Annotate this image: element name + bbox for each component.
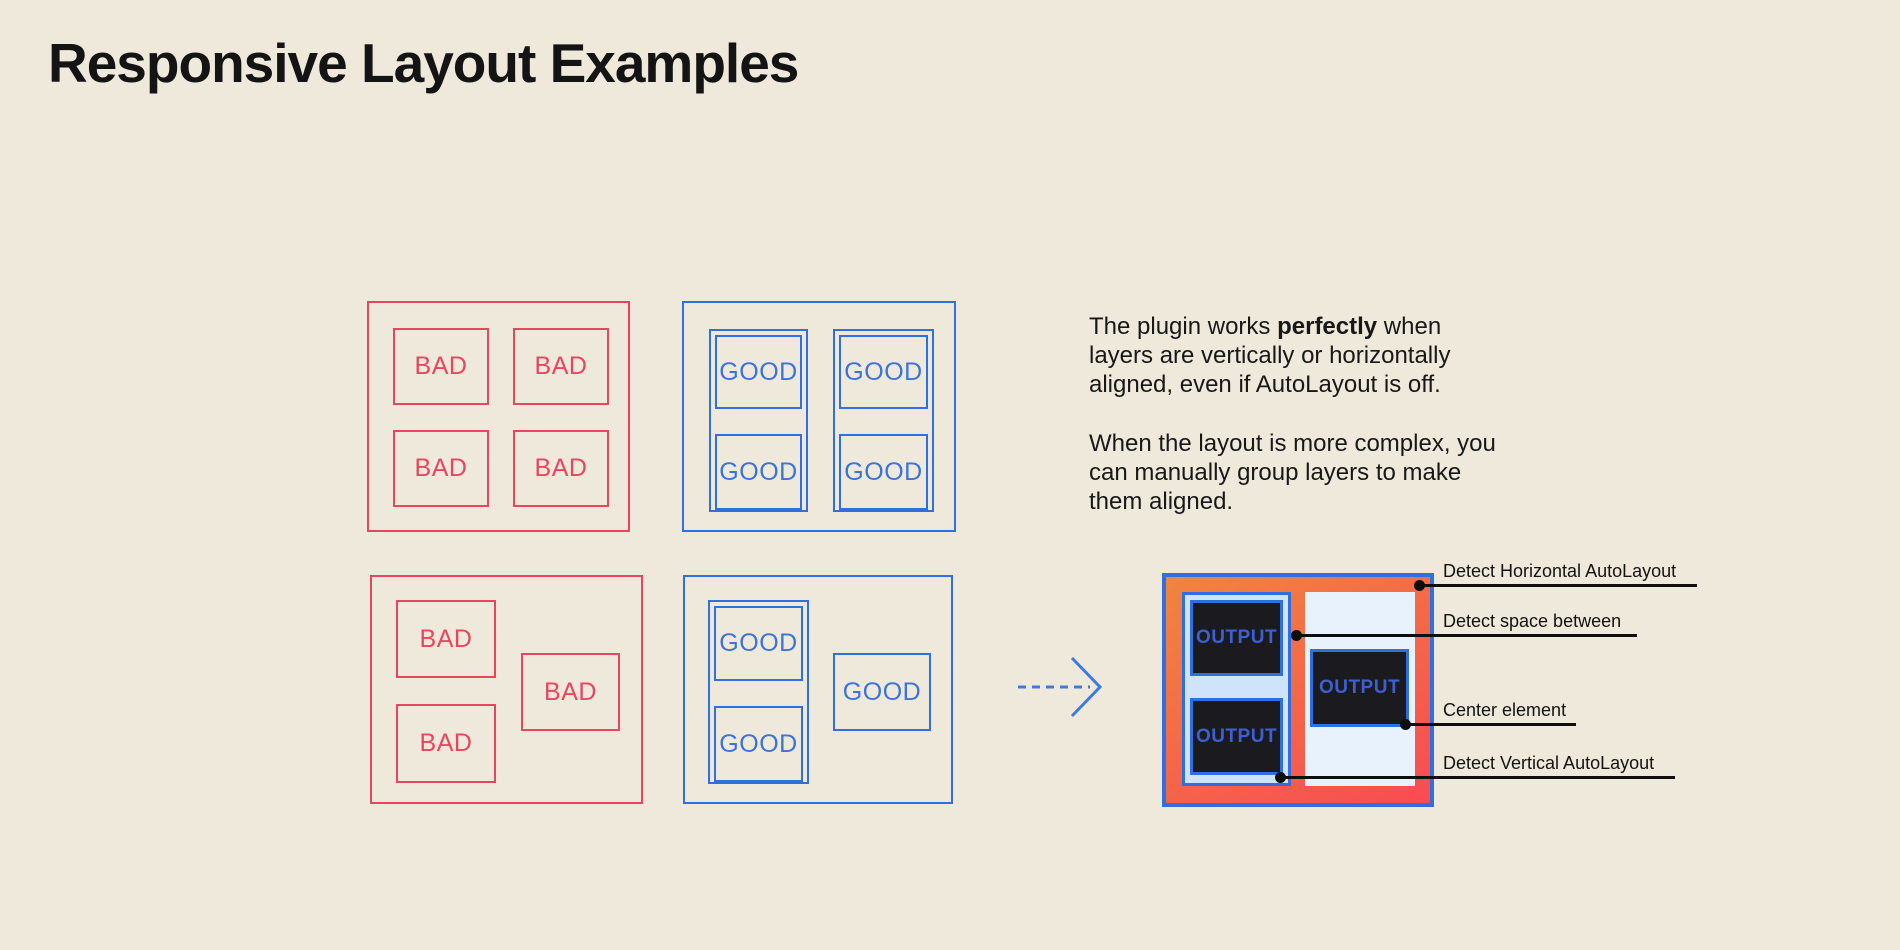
annotation-label-vertical-autolayout: Detect Vertical AutoLayout bbox=[1443, 753, 1655, 773]
bad-box: BAD bbox=[396, 704, 496, 783]
good-box: GOOD bbox=[839, 434, 928, 510]
bad-label: BAD bbox=[419, 729, 473, 757]
good-box: GOOD bbox=[715, 434, 802, 510]
annotation-label-space-between: Detect space between bbox=[1443, 611, 1622, 631]
bad-aligned-group-frame: BAD BAD BAD BAD bbox=[367, 301, 630, 532]
good-box: GOOD bbox=[714, 606, 803, 681]
bad-box: BAD bbox=[396, 600, 496, 678]
good-column-wrapper: GOOD GOOD bbox=[709, 329, 808, 512]
annotation-leader-line bbox=[1406, 723, 1576, 726]
annotation-leader-line bbox=[1297, 634, 1637, 637]
description-line: them aligned. bbox=[1089, 488, 1234, 515]
output-label: OUTPUT bbox=[1318, 677, 1401, 698]
bad-label: BAD bbox=[414, 352, 468, 380]
page-title: Responsive Layout Examples bbox=[48, 32, 799, 94]
description-line: When the layout is more complex, you bbox=[1089, 430, 1496, 457]
output-label: OUTPUT bbox=[1195, 725, 1278, 747]
description-line: The plugin works perfectly when bbox=[1089, 312, 1496, 341]
good-label: GOOD bbox=[719, 457, 798, 486]
description-line: aligned, even if AutoLayout is off. bbox=[1089, 371, 1441, 398]
description-line: layers are vertically or horizontally bbox=[1089, 342, 1451, 369]
bad-label: BAD bbox=[534, 454, 588, 482]
bad-label: BAD bbox=[414, 454, 468, 482]
annotation-dot bbox=[1400, 719, 1411, 730]
annotation-label-horizontal-autolayout: Detect Horizontal AutoLayout bbox=[1443, 561, 1677, 581]
bad-label: BAD bbox=[419, 624, 473, 653]
annotation-leader-line bbox=[1281, 776, 1675, 779]
description-text-part: The plugin works bbox=[1089, 313, 1278, 340]
description-bold-word: perfectly bbox=[1277, 313, 1378, 340]
good-box: GOOD bbox=[839, 335, 928, 409]
good-label: GOOD bbox=[844, 457, 923, 486]
bad-box: BAD bbox=[393, 430, 489, 507]
output-box: OUTPUT bbox=[1310, 649, 1409, 727]
output-center-panel: OUTPUT bbox=[1305, 592, 1415, 786]
bad-label: BAD bbox=[534, 352, 588, 380]
output-label: OUTPUT bbox=[1195, 627, 1278, 648]
annotation-dot bbox=[1414, 580, 1425, 591]
bad-box: BAD bbox=[513, 328, 609, 405]
good-label: GOOD bbox=[842, 677, 922, 706]
bad-label: BAD bbox=[544, 677, 597, 706]
description-text: The plugin works perfectly when layers a… bbox=[1089, 312, 1496, 516]
good-column-wrapper: GOOD GOOD bbox=[833, 329, 934, 512]
output-box: OUTPUT bbox=[1190, 600, 1283, 676]
output-vertical-autolayout-wrapper: OUTPUT OUTPUT bbox=[1182, 592, 1291, 786]
bad-box: BAD bbox=[393, 328, 489, 405]
output-result-frame: OUTPUT OUTPUT OUTPUT bbox=[1162, 573, 1434, 807]
transform-arrow-icon bbox=[1018, 656, 1103, 718]
good-label: GOOD bbox=[719, 729, 798, 758]
bad-complex-group-frame: BAD BAD BAD bbox=[370, 575, 643, 804]
description-text-part: when bbox=[1377, 313, 1442, 340]
annotation-dot bbox=[1291, 630, 1302, 641]
good-box: GOOD bbox=[715, 335, 802, 409]
description-line: can manually group layers to make bbox=[1089, 459, 1462, 486]
annotation-dot bbox=[1275, 772, 1286, 783]
good-aligned-group-frame: GOOD GOOD GOOD GOOD bbox=[682, 301, 956, 532]
good-label: GOOD bbox=[719, 357, 798, 386]
output-box: OUTPUT bbox=[1190, 698, 1283, 775]
bad-box: BAD bbox=[521, 653, 620, 731]
good-label: GOOD bbox=[719, 629, 798, 657]
good-box: GOOD bbox=[714, 706, 803, 782]
annotation-leader-line bbox=[1420, 584, 1697, 587]
good-complex-group-frame: GOOD GOOD GOOD bbox=[683, 575, 953, 804]
bad-box: BAD bbox=[513, 430, 609, 507]
good-column-wrapper: GOOD GOOD bbox=[708, 600, 809, 784]
good-box: GOOD bbox=[833, 653, 931, 731]
good-label: GOOD bbox=[844, 357, 923, 386]
annotation-label-center-element: Center element bbox=[1443, 700, 1567, 720]
